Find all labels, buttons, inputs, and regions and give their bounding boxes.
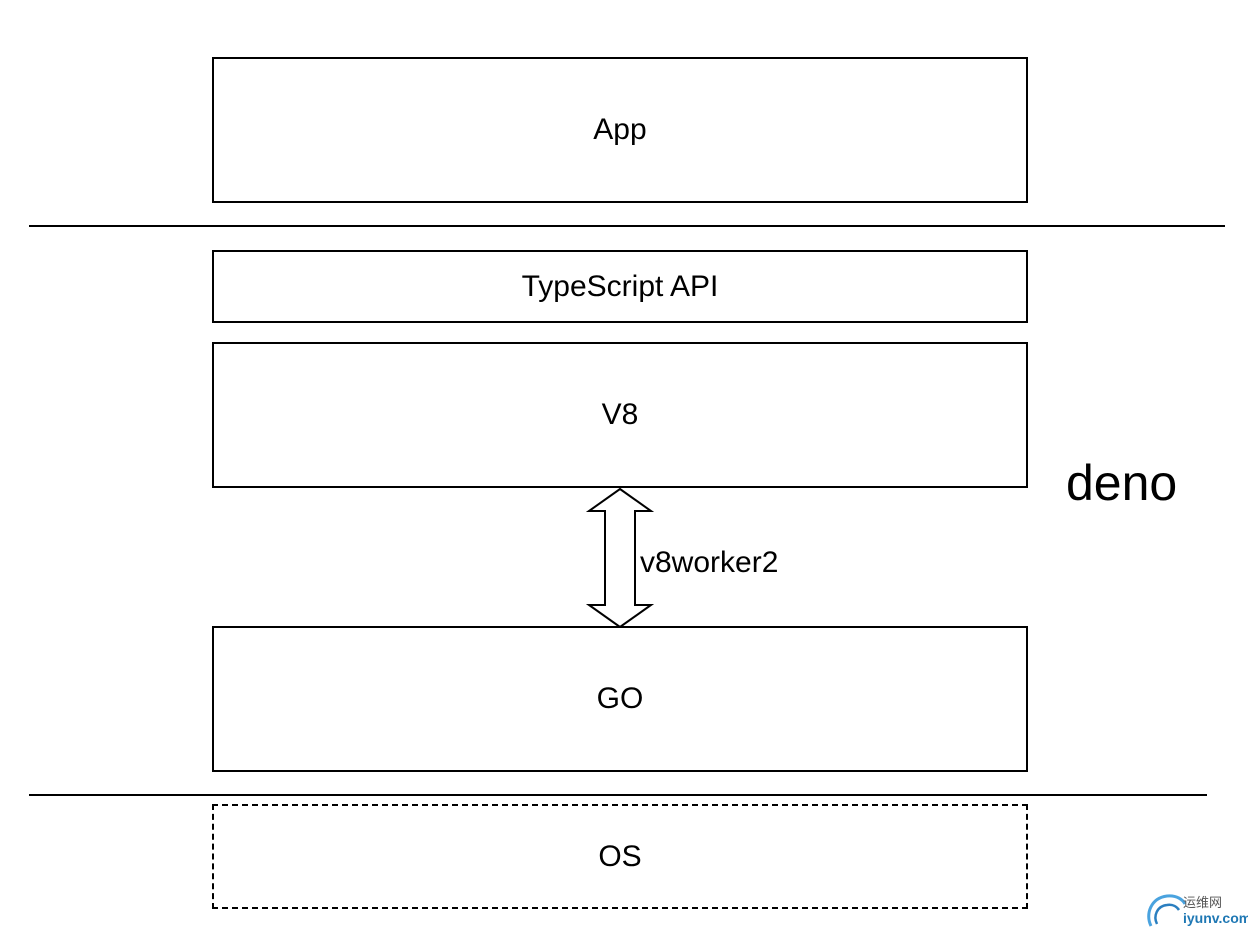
watermark-site-text: iyunv.com <box>1183 910 1248 926</box>
layer-typescript-api-label: TypeScript API <box>521 269 719 303</box>
layer-v8: V8 <box>212 342 1028 488</box>
layer-app-label: App <box>593 113 647 146</box>
watermark-logo: 运维网 iyunv.com <box>1143 888 1248 934</box>
layer-os: OS <box>212 804 1028 909</box>
group-label-deno: deno <box>1066 455 1178 511</box>
connector-label: v8worker2 <box>640 546 779 579</box>
layer-os-label: OS <box>598 839 642 873</box>
top-divider-line <box>29 225 1225 227</box>
layer-typescript-api: TypeScript API <box>212 250 1028 323</box>
wave-logo-icon <box>1147 894 1187 927</box>
layer-v8-label: V8 <box>601 398 639 431</box>
layer-go-label: GO <box>596 682 644 715</box>
layer-go: GO <box>212 626 1028 772</box>
layer-app: App <box>212 57 1028 203</box>
bottom-divider-line <box>29 794 1207 796</box>
watermark-chinese-text: 运维网 <box>1183 895 1223 910</box>
